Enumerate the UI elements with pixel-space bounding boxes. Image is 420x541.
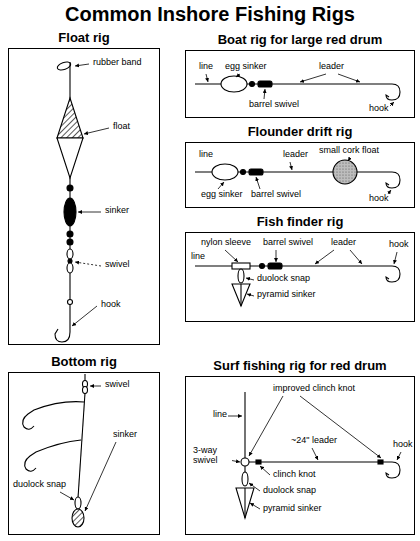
part-label: leader [318,62,345,72]
part-label: pyramid sinker [256,290,317,300]
part-label: leader [330,238,357,248]
panel-heading: Fish finder rig [185,214,415,230]
part-label: barrel swivel [248,100,300,110]
part-label: sinker [112,430,138,440]
float-rig-drawing [55,60,83,342]
surf-rig-drawing [236,392,400,518]
panel-heading: Float rig [8,30,160,46]
part-label: barrel swivel [250,190,302,200]
panel-heading: Surf fishing rig for red drum [185,358,415,374]
part-label: pyramid sinker [262,504,323,514]
part-label: egg sinker [224,62,268,72]
part-label: line [198,62,214,72]
part-label: small cork float [318,146,380,156]
flounder-rig-drawing [195,160,400,188]
part-label: line [190,252,206,262]
part-label: sinker [104,206,130,216]
part-label: hook [368,194,390,204]
part-label: duolock snap [256,274,311,284]
part-label: line [212,410,228,420]
fish-finder-drawing [195,263,400,306]
part-label: ~24" leader [290,436,338,446]
rig-panel: Float rig [8,30,160,345]
boat-rig-drawing [195,76,400,100]
part-label: rubber band [92,58,143,68]
part-label: float [112,122,131,132]
part-label: hook [100,300,122,310]
part-label: duolock snap [262,486,317,496]
part-label: swivel [104,260,131,270]
part-label: swivel [104,380,131,390]
part-label: barrel swivel [262,238,314,248]
part-label: line [198,150,214,160]
panel-heading: Flounder drift rig [185,124,415,140]
part-label: hook [392,440,414,450]
part-label: clinch knot [272,470,317,480]
page-title: Common Inshore Fishing Rigs [0,3,420,26]
part-label: 3-way swivel [192,446,232,466]
bottom-rig-drawing [23,374,88,527]
panel-heading: Bottom rig [8,354,160,370]
part-label: hook [388,240,410,250]
part-label: egg sinker [200,190,244,200]
panel-border [8,372,160,535]
part-label: hook [368,104,390,114]
rig-panel: Fish finder rig [185,214,415,322]
panel-heading: Boat rig for large red drum [185,32,415,48]
part-label: nylon sleeve [200,238,252,248]
part-label: leader [282,150,309,160]
part-label: improved clinch knot [272,384,356,394]
part-label: duolock snap [12,480,67,490]
panel-border [8,48,160,345]
rig-panel: Bottom rig [8,354,160,535]
